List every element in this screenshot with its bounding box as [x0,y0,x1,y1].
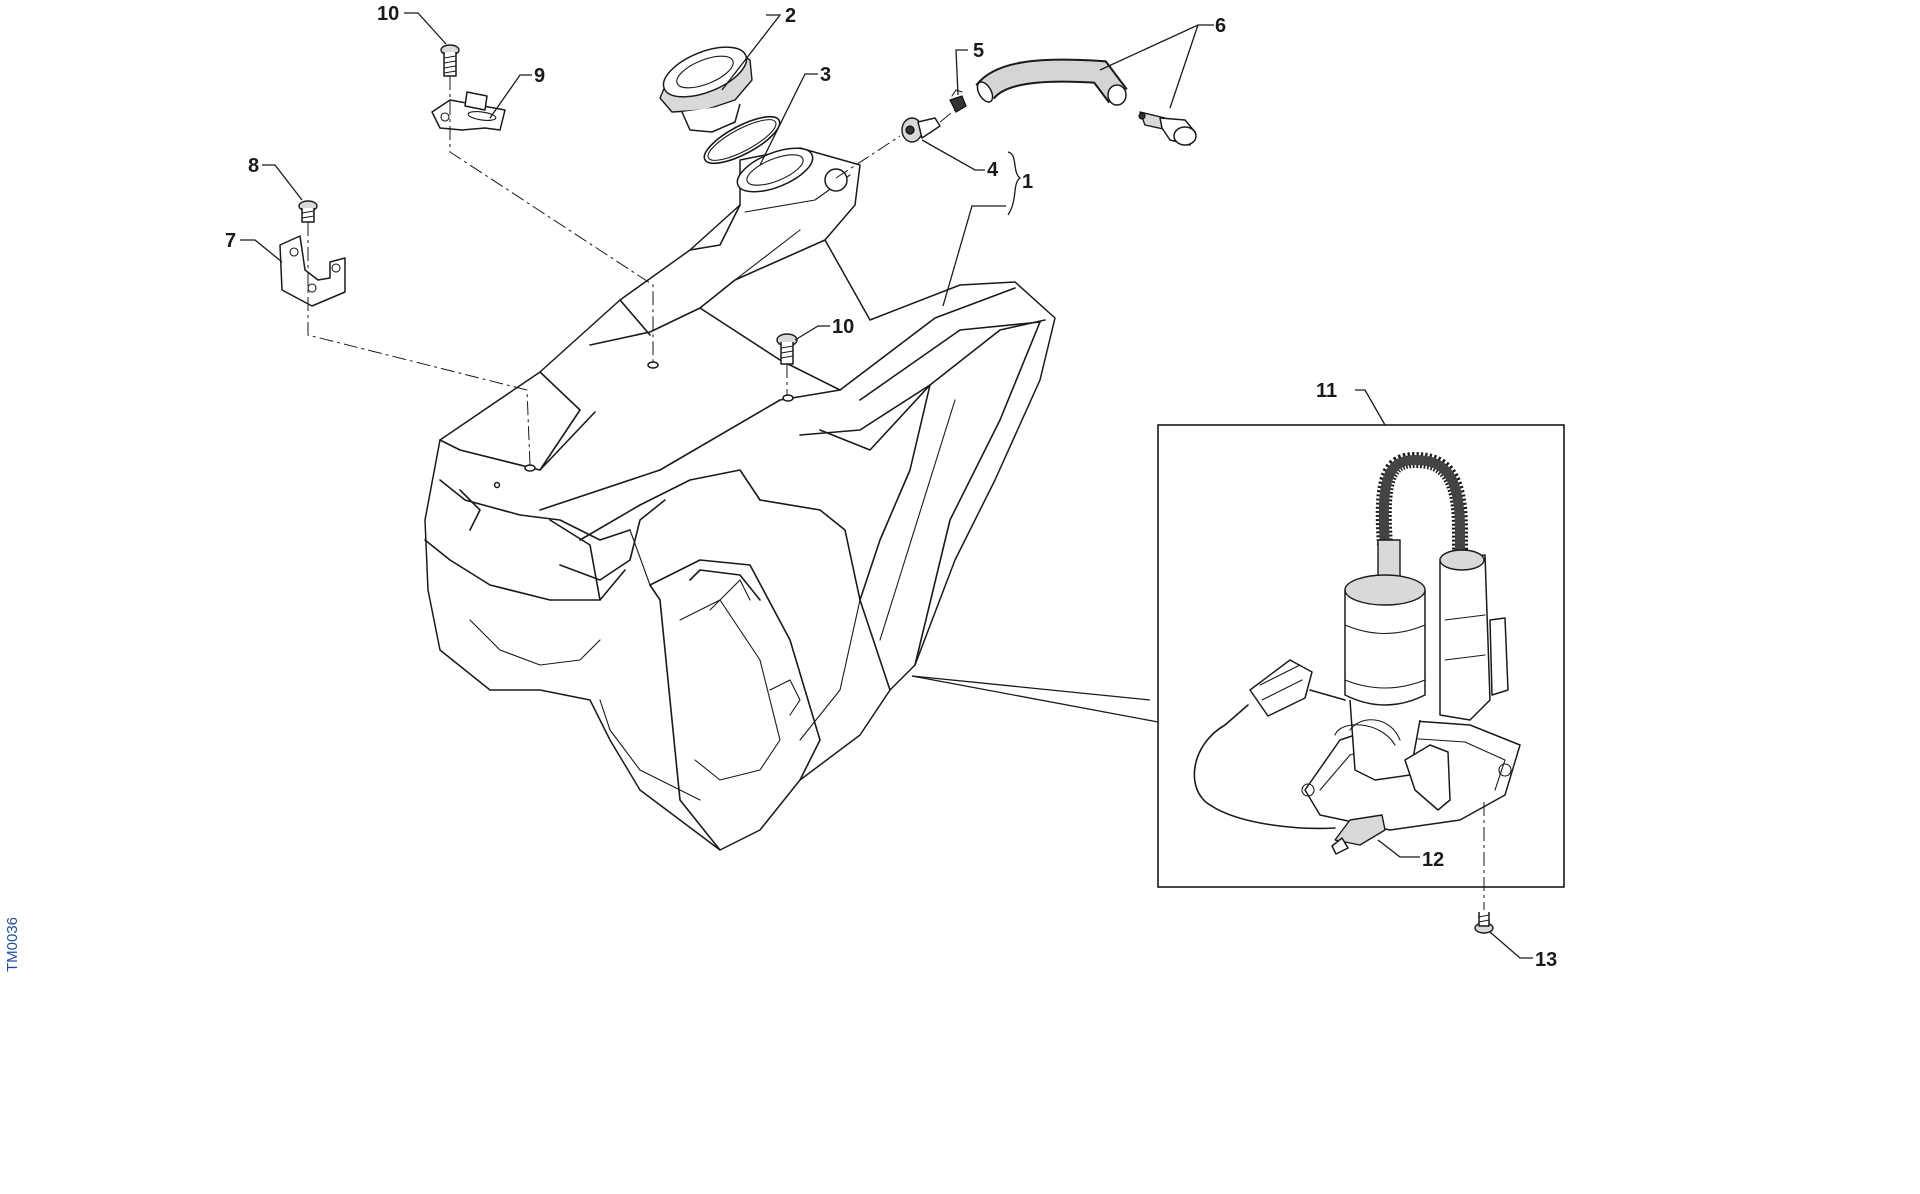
o-ring [703,115,781,165]
callout-1: 1 [1022,171,1033,193]
callout-10-top: 10 [377,3,399,25]
callout-13: 13 [1535,949,1557,971]
check-valve [1138,111,1197,146]
fuel-pump-inset [1157,424,1565,888]
callout-8: 8 [248,155,259,177]
callout-5: 5 [973,40,984,62]
callout-10-center: 10 [832,316,854,338]
screw-left [298,200,318,223]
callout-labels: 1 2 3 4 5 6 7 8 9 10 10 11 12 13 [225,3,1557,971]
assembly-lines [307,76,1485,910]
callout-4: 4 [987,159,999,181]
breather-fitting [901,117,941,143]
callout-6: 6 [1215,15,1226,37]
screw-center [776,333,798,365]
screw-top-left [440,44,460,77]
fuel-tank [424,147,1056,851]
filler-cap [659,46,753,133]
bracket-right [431,91,506,131]
callout-11: 11 [1316,380,1337,402]
callout-12: 12 [1422,849,1444,871]
breather-hose [975,58,1128,106]
callout-7: 7 [225,230,236,252]
callout-2: 2 [785,5,796,27]
leader-lines [240,12,1533,959]
pump-fastener [1474,912,1494,934]
callout-9: 9 [534,65,545,87]
drawing-code: TM0036 [4,917,21,972]
callout-3: 3 [820,64,831,86]
hose-clamp [949,89,967,113]
exploded-parts-diagram: 1 2 3 4 5 6 7 8 9 10 10 11 12 13 TM0036 [4,3,1565,972]
bracket-left [279,235,346,307]
